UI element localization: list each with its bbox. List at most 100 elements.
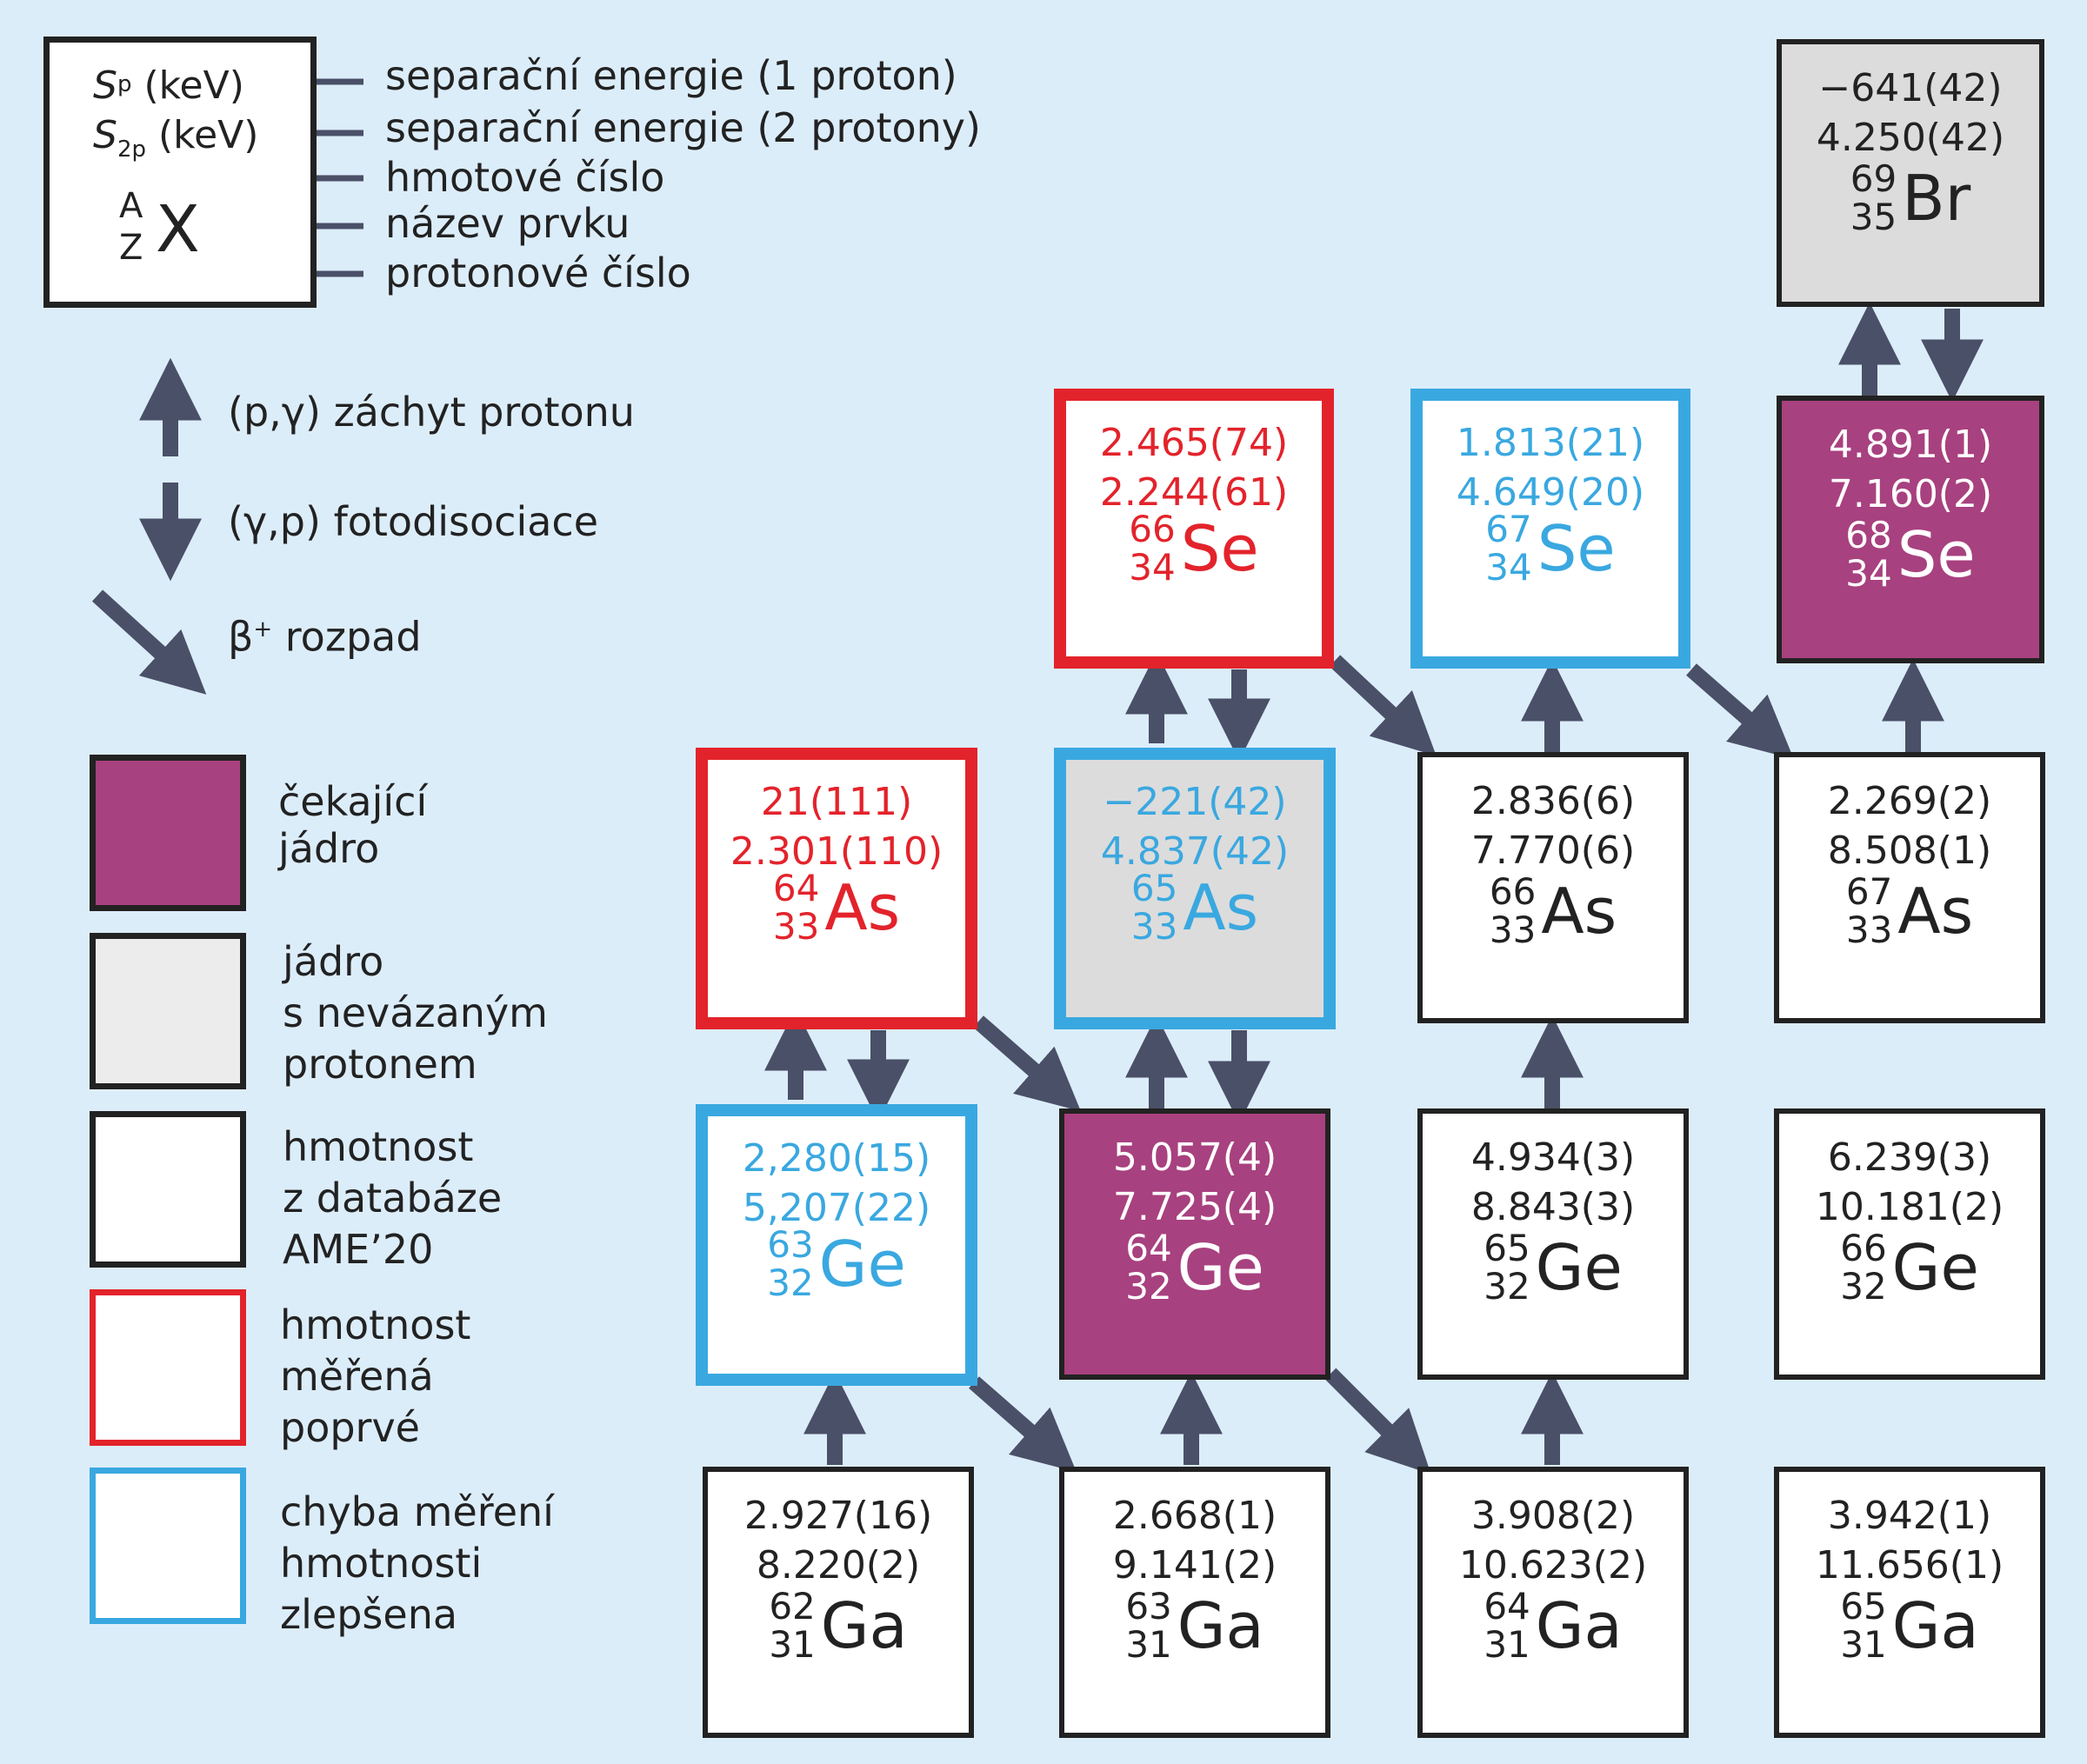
element-symbol: As: [1183, 871, 1259, 944]
s2p-value: 10.623(2): [1458, 1543, 1648, 1588]
sp-value: 4.891(1): [1828, 423, 1993, 467]
mass-number: 62: [769, 1585, 816, 1628]
element-symbol: Se: [1180, 512, 1259, 585]
element-symbol: As: [1897, 875, 1974, 948]
arrow-ge63-beta-ga63: [969, 1376, 1077, 1473]
mass-number: 68: [1845, 514, 1892, 556]
element-symbol: Br: [1902, 162, 1971, 235]
legend-database-line3: AME’20: [283, 1226, 434, 1273]
proton-number: 32: [1840, 1265, 1887, 1308]
mass-number: 65: [1130, 867, 1178, 909]
s2p-value: 7.770(6): [1470, 829, 1636, 873]
proton-number: 33: [1130, 905, 1178, 948]
legend-unbound-line1: jádro: [283, 938, 384, 985]
legend-box-unbound: [90, 933, 246, 1089]
sp-value: 3.942(1): [1827, 1494, 1992, 1538]
mass-number: 63: [767, 1223, 814, 1266]
s2p-value: 2.244(61): [1099, 470, 1289, 515]
proton-number: 34: [1129, 546, 1176, 589]
sp-value: 2.927(16): [743, 1494, 933, 1538]
legend-unbound-line3: protonem: [283, 1041, 477, 1088]
proton-number: 32: [1125, 1265, 1172, 1308]
key-s2p-sub: 2p: [117, 136, 146, 163]
legend-beta-symbol: β: [228, 613, 254, 661]
key-sp-symbol: S: [93, 63, 117, 108]
sp-value: 2,280(15): [742, 1136, 931, 1181]
s2p-value: 4.649(20): [1456, 470, 1645, 515]
legend-box-first: [90, 1289, 246, 1446]
key-sp-line: Sp (keV): [93, 64, 244, 122]
element-symbol: Ge: [1535, 1231, 1623, 1304]
mass-number: 64: [1125, 1227, 1172, 1269]
s2p-value: 7.725(4): [1112, 1185, 1277, 1229]
element-symbol: Se: [1897, 518, 1976, 591]
legend-photo-text: (γ,p) fotodisociace: [228, 498, 598, 545]
s2p-value: 9.141(2): [1112, 1543, 1277, 1588]
proton-number: 31: [1484, 1623, 1530, 1666]
element-symbol: As: [1541, 875, 1617, 948]
proton-number: 33: [1489, 909, 1537, 951]
s2p-value: 8.843(3): [1470, 1185, 1636, 1229]
sp-value: 2.269(2): [1827, 779, 1992, 823]
mass-number: 64: [772, 867, 820, 909]
legend-box-improved: [90, 1468, 246, 1624]
legend-improved-line2: hmotnosti: [280, 1540, 483, 1587]
arrow-se66-beta-as66: [1329, 655, 1437, 756]
key-mass-description: hmotové číslo: [385, 154, 665, 201]
element-symbol: As: [824, 871, 901, 944]
arrow-se67-beta-as67: [1686, 663, 1794, 760]
legend-first-line3: poprvé: [280, 1404, 420, 1451]
legend-label-database: hmotnost z databáze AME’20: [283, 1122, 502, 1275]
s2p-value: 7.160(2): [1828, 472, 1993, 516]
s2p-value: 8.220(2): [756, 1543, 921, 1588]
s2p-value: 10.181(2): [1815, 1185, 2004, 1229]
legend-first-line1: hmotnost: [280, 1301, 471, 1348]
key-sp-description: separační energie (1 proton): [385, 52, 957, 99]
legend-capture-label: záchyt protonu: [333, 389, 635, 436]
s2p-value: 8.508(1): [1827, 829, 1992, 873]
s2p-value: 4.837(42): [1100, 829, 1290, 874]
legend-first-line2: měřená: [280, 1353, 434, 1400]
legend-capture-symbol: (p,γ): [228, 389, 321, 436]
mass-number: 69: [1850, 157, 1897, 200]
mass-number: 67: [1845, 870, 1893, 913]
s2p-value: 11.656(1): [1815, 1543, 2004, 1588]
legend-waiting-line2: jádro: [278, 825, 380, 872]
legend-beta-arrow: [91, 589, 207, 695]
legend-box-database: [90, 1111, 246, 1268]
proton-number: 32: [767, 1261, 814, 1304]
sp-value: 5.057(4): [1112, 1135, 1277, 1180]
legend-improved-line3: zlepšena: [280, 1591, 458, 1638]
key-sp-sub: p: [117, 70, 132, 97]
legend-improved-line1: chyba měření: [280, 1488, 554, 1535]
sp-value: 21(111): [760, 780, 913, 824]
sp-value: 6.239(3): [1827, 1135, 1992, 1180]
element-symbol: Se: [1537, 512, 1616, 585]
sp-value: −641(42): [1818, 66, 2003, 110]
s2p-value: 5,207(22): [742, 1186, 931, 1230]
legend-photo-label: fotodisociace: [333, 498, 599, 545]
element-symbol: Ga: [820, 1589, 908, 1662]
mass-number: 67: [1485, 508, 1532, 550]
arrow-ge64-beta-ga64: [1324, 1368, 1431, 1474]
key-s2p-unit: (keV): [157, 113, 259, 157]
legend-label-waiting: čekající jádro: [278, 778, 427, 872]
legend-capture-text: (p,γ) záchyt protonu: [228, 389, 635, 436]
mass-number: 64: [1484, 1585, 1530, 1628]
legend-label-first: hmotnost měřená poprvé: [280, 1300, 470, 1454]
sp-value: 3.908(2): [1470, 1494, 1636, 1538]
sp-value: 4.934(3): [1470, 1135, 1636, 1180]
proton-number: 31: [1125, 1623, 1172, 1666]
legend-unbound-line2: s nevázaným: [283, 989, 548, 1036]
mass-number: 65: [1484, 1227, 1530, 1269]
legend-waiting-line1: čekající: [278, 778, 428, 825]
proton-number: 33: [1845, 909, 1893, 951]
legend-photo-symbol: (γ,p): [228, 498, 321, 545]
proton-number: 32: [1484, 1265, 1530, 1308]
